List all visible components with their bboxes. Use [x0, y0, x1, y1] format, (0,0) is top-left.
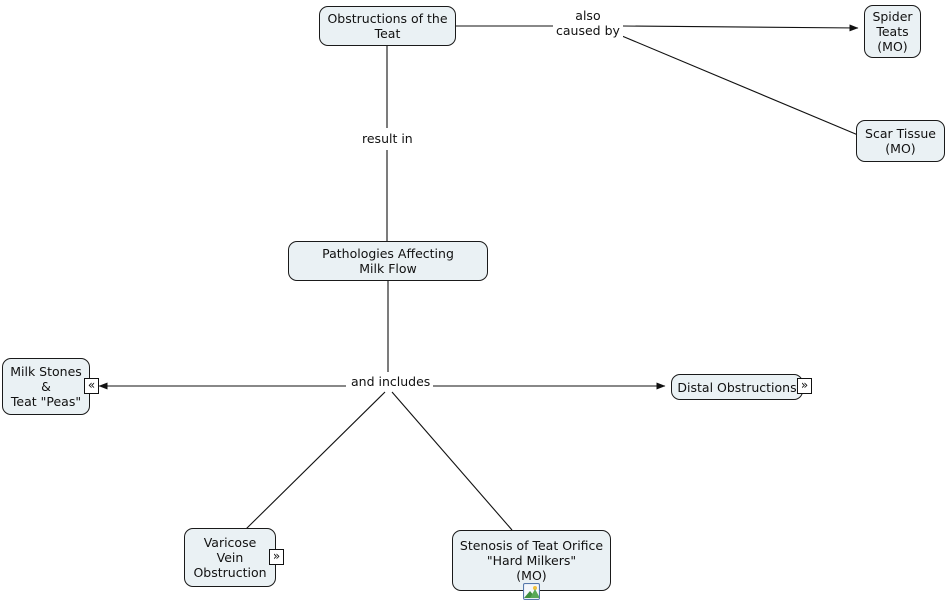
node-varicose-vein-obstruction[interactable]: Varicose Vein Obstruction [184, 528, 276, 587]
edge-and-includes-to-stenosis [391, 391, 513, 531]
edge-also-caused-by-to-scar-tissue [621, 35, 859, 136]
image-resource-icon[interactable] [523, 583, 540, 600]
node-pathologies-affecting-milk-flow[interactable]: Pathologies Affecting Milk Flow [288, 241, 488, 281]
node-scar-tissue[interactable]: Scar Tissue (MO) [856, 120, 945, 162]
chevron-icon: » [272, 549, 281, 563]
edge-and-includes-to-varicose-vein [244, 391, 386, 531]
link-label-also-caused-by[interactable]: also caused by [553, 8, 623, 38]
node-distal-obstructions[interactable]: Distal Obstructions [671, 374, 803, 400]
varicose-vein-expand-marker[interactable]: » [269, 549, 284, 565]
link-label-and-includes[interactable]: and includes [348, 374, 434, 389]
link-label-result-in[interactable]: result in [359, 131, 416, 146]
node-spider-teats[interactable]: Spider Teats (MO) [864, 5, 921, 58]
chevron-icon: » [800, 378, 809, 392]
node-stenosis-of-teat-orifice[interactable]: Stenosis of Teat Orifice "Hard Milkers" … [452, 530, 611, 591]
distal-obstructions-expand-marker[interactable]: » [797, 378, 812, 394]
node-obstructions-of-the-teat[interactable]: Obstructions of the Teat [319, 6, 456, 46]
image-icon-sun [533, 586, 537, 590]
chevron-icon: « [87, 378, 96, 392]
image-icon-hill-right [530, 589, 539, 598]
edge-also-caused-by-to-spider-teats [621, 24, 859, 32]
milk-stones-collapse-marker[interactable]: « [84, 378, 99, 394]
node-milk-stones-teat-peas[interactable]: Milk Stones & Teat "Peas" [2, 358, 90, 415]
